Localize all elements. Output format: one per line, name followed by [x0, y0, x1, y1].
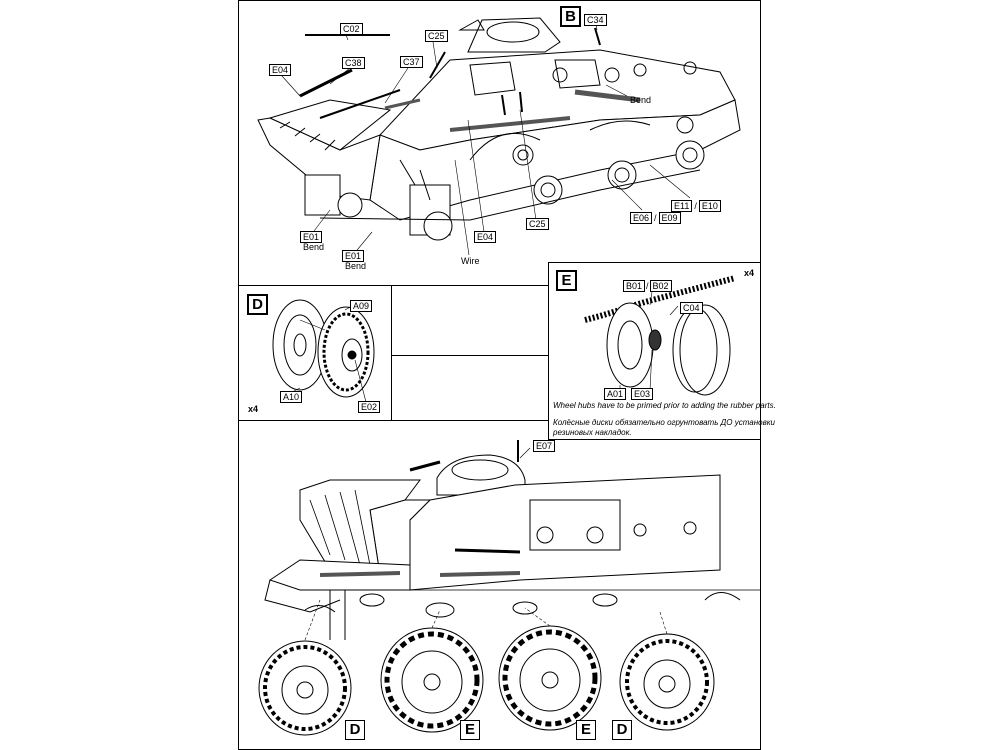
- part-label-b01: B01: [623, 280, 646, 292]
- part-label-e04-top: E04: [269, 64, 292, 76]
- panel-b-vehicle: [257, 17, 741, 241]
- bottom-vehicle: [264, 440, 760, 640]
- part-label-e10: E10: [698, 200, 721, 212]
- panel-b-leaders: [281, 23, 691, 256]
- note-bend-right: Bend: [630, 95, 652, 105]
- quantity-e: x4: [744, 268, 755, 278]
- panel-d-wheel: [272, 299, 375, 403]
- part-label-c25-bottom: C25: [526, 218, 549, 230]
- wheel-tag-d-left: D: [345, 720, 365, 740]
- part-label-e04-bottom: E04: [474, 231, 497, 243]
- part-label-c25-top: C25: [425, 30, 448, 42]
- note-bend-a: Bend: [303, 242, 325, 252]
- part-label-e01-b: E01: [342, 250, 365, 262]
- note-wire: Wire: [461, 256, 480, 266]
- note-priming-ru: Колёсные диски обязательно огрунтовать Д…: [553, 418, 775, 437]
- wheel-tag-d-right: D: [612, 720, 632, 740]
- panel-b-letter: B: [560, 6, 581, 27]
- slash-separator: /: [646, 281, 649, 291]
- panel-d-letter: D: [247, 294, 268, 315]
- part-label-e09: E09: [658, 212, 681, 224]
- wheel-tag-e-right: E: [576, 720, 596, 740]
- part-label-e06-e09: E06/E09: [630, 208, 681, 226]
- part-label-c37: C37: [400, 56, 423, 68]
- quantity-d: x4: [248, 404, 259, 414]
- part-label-b01-b02: B01/B02: [623, 276, 672, 294]
- part-label-e07: E07: [533, 440, 556, 452]
- part-label-c34: C34: [584, 14, 607, 26]
- panel-e-wheel: [584, 275, 736, 396]
- slash-separator: /: [694, 201, 697, 211]
- part-label-e01-a: E01: [300, 231, 323, 243]
- note-priming-en: Wheel hubs have to be primed prior to ad…: [553, 401, 776, 410]
- part-label-e06: E06: [630, 212, 653, 224]
- bottom-wheels: [258, 599, 715, 736]
- part-label-e03: E03: [631, 388, 654, 400]
- part-label-c02: C02: [340, 23, 363, 35]
- part-label-e11-e10: E11/E10: [671, 196, 721, 214]
- part-label-c04: C04: [680, 302, 703, 314]
- part-label-e02: E02: [358, 401, 381, 413]
- part-label-a01: A01: [604, 388, 627, 400]
- part-label-c38: C38: [342, 57, 365, 69]
- wheel-tag-e-left: E: [460, 720, 480, 740]
- part-label-b02: B02: [649, 280, 672, 292]
- panel-e-box: [548, 262, 761, 440]
- part-label-e11: E11: [671, 200, 693, 212]
- slash-separator: /: [654, 213, 657, 223]
- part-label-a10: A10: [280, 391, 303, 403]
- part-label-a09: A09: [350, 300, 373, 312]
- panel-d-box: [238, 285, 392, 421]
- panel-e-letter: E: [556, 270, 577, 291]
- note-bend-b: Bend: [345, 261, 367, 271]
